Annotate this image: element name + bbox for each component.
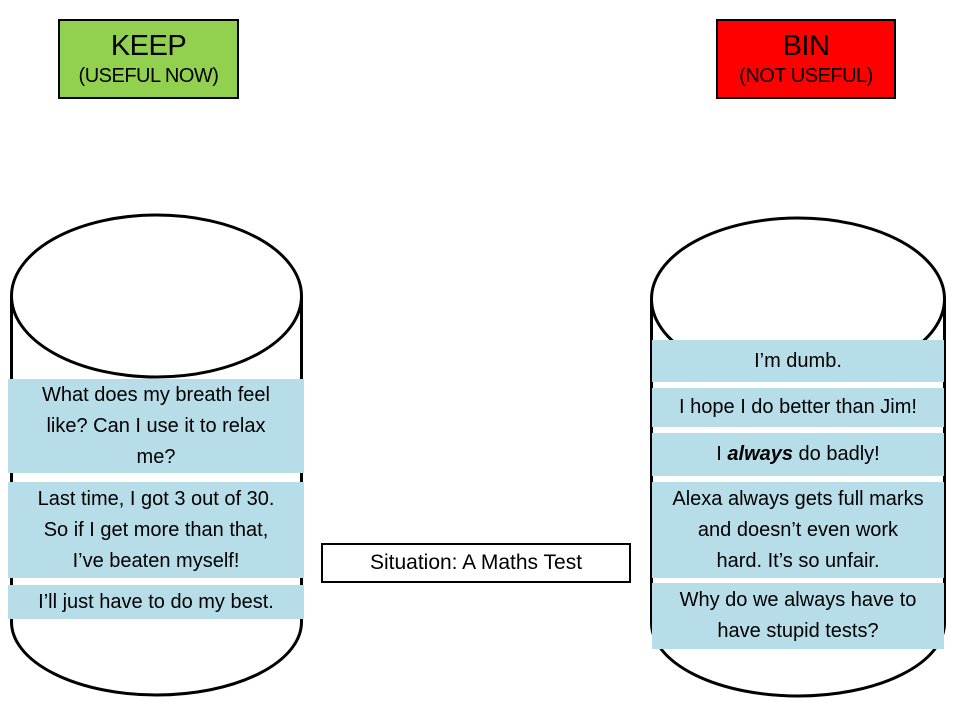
bin-thought-card-dumb[interactable]: I’m dumb. [652,340,944,382]
keep-thought-card-do-my-best[interactable]: I’ll just have to do my best. [8,585,304,619]
bin-thought-card-stupid-tests-text: Why do we always have to have stupid tes… [679,589,917,642]
bin-thought-card-always-badly-text: I always do badly! [716,439,879,470]
bin-thought-card-stupid-tests[interactable]: Why do we always have to have stupid tes… [652,583,944,649]
bin-thought-card-always-badly[interactable]: I always do badly! [652,433,944,476]
keep-cylinder [10,213,303,697]
bin-thought-card-alexa[interactable]: Alexa always gets full marks and doesn’t… [652,482,944,578]
always-badly-suffix: do badly! [793,443,880,465]
bin-subtitle: (NOT USEFUL) [739,64,873,87]
bin-cylinder [650,216,946,698]
keep-thought-card-breath[interactable]: What does my breath feel like? Can I use… [8,379,304,473]
keep-title: KEEP [110,30,187,63]
bin-thought-card-better-than-jim-text: I hope I do better than Jim! [679,396,917,418]
bin-thought-card-dumb-text: I’m dumb. [754,349,842,372]
situation-box: Situation: A Maths Test [321,543,631,583]
bin-thought-card-alexa-text: Alexa always gets full marks and doesn’t… [672,487,924,572]
keep-label-box[interactable]: KEEP (USEFUL NOW) [58,19,239,99]
bin-cylinder-bottom-arc [650,622,946,698]
keep-cylinder-top-ellipse [10,213,303,379]
keep-thought-card-last-time-text: Last time, I got 3 out of 30. So if I ge… [37,487,275,572]
situation-label: Situation: A Maths Test [369,551,583,574]
always-badly-emphasis: always [727,443,793,465]
keep-thought-card-breath-text: What does my breath feel like? Can I use… [42,383,270,468]
bin-title: BIN [782,30,830,63]
keep-cylinder-bottom-arc [10,621,303,697]
keep-thought-card-do-my-best-text: I’ll just have to do my best. [38,590,274,613]
bin-thought-card-better-than-jim[interactable]: I hope I do better than Jim! [652,388,944,427]
bin-label-box[interactable]: BIN (NOT USEFUL) [716,19,896,99]
keep-subtitle: (USEFUL NOW) [78,64,219,87]
keep-thought-card-last-time[interactable]: Last time, I got 3 out of 30. So if I ge… [8,482,304,578]
always-badly-prefix: I [716,443,728,465]
